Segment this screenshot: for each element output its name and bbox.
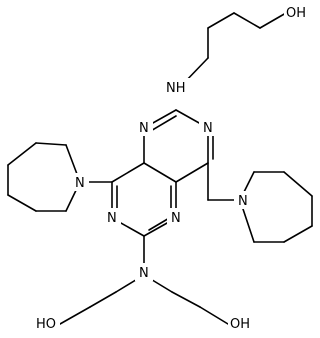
right-piperidine-bonds (207, 162, 313, 243)
ring-nitrogen-label-bottom-right: N (171, 211, 181, 226)
ring-nitrogen-label-top-right: N (203, 121, 213, 136)
core-ring-bonds (111, 109, 214, 237)
ring-nitrogen-label-bottom-left: N (107, 211, 117, 226)
hydroxyl-label-bottom-right: OH (230, 317, 250, 332)
left-piperidine-bonds (7, 142, 113, 212)
top-chain-bonds (181, 12, 287, 86)
hydroxyl-label-bottom-left: HO (36, 317, 56, 332)
atom-labels: OH NH N N N N N N N HO OH (36, 6, 306, 332)
bottom-chain-bonds (59, 235, 229, 325)
ring-nitrogen-label-top-left: N (139, 121, 149, 136)
tertiary-amine-nitrogen-label: N (139, 266, 149, 281)
piperidine-nitrogen-label-left: N (75, 176, 85, 191)
piperidine-nitrogen-label-right: N (238, 194, 248, 209)
amine-nh-label: NH (166, 81, 186, 96)
hydroxyl-label-top: OH (286, 6, 306, 21)
atom-label-masks (34, 3, 308, 332)
